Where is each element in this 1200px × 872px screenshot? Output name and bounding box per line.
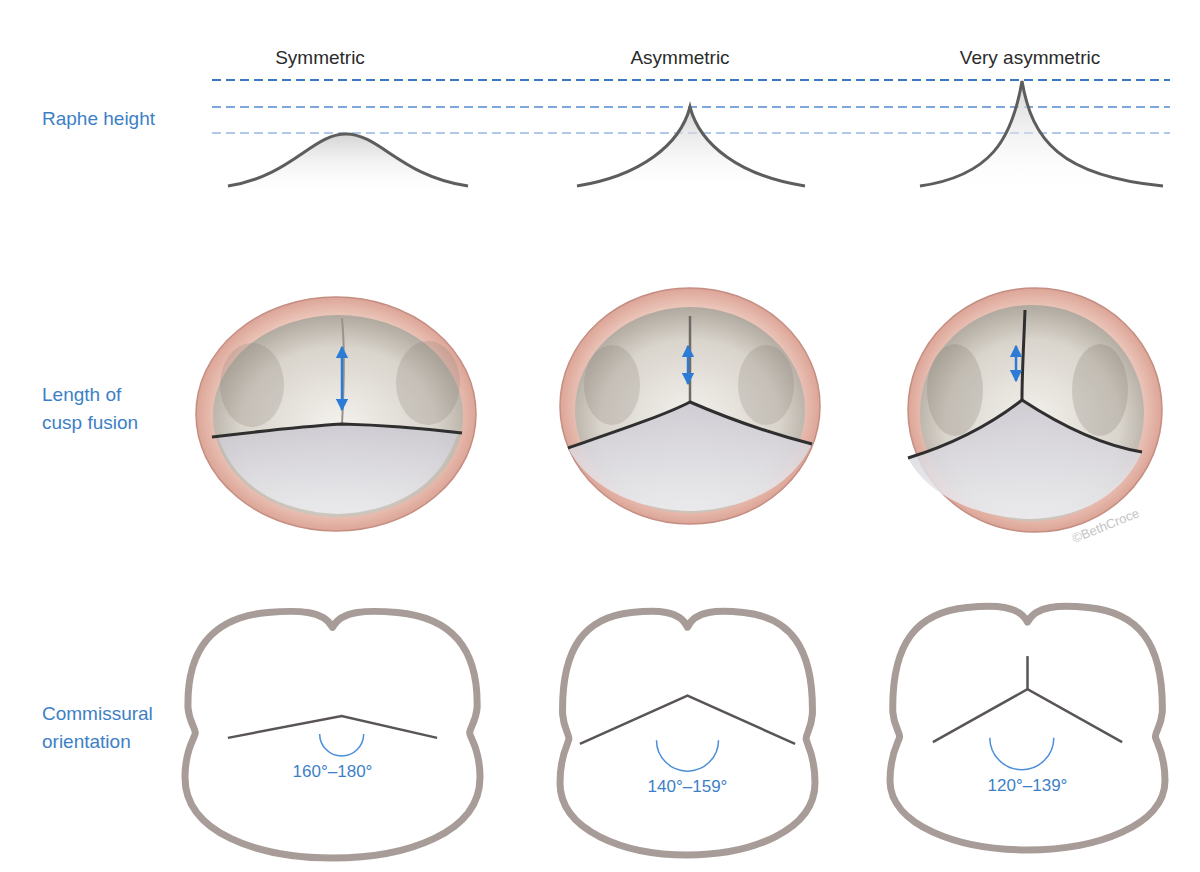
raphe-shading [228,134,468,196]
cusp-shadow [927,344,983,436]
commissure-line [908,400,1142,458]
commissure-line [568,402,812,448]
angle-arc [320,734,364,756]
raphe-line [1026,656,1029,689]
annulus-outline [890,606,1165,850]
aortic-wall [196,297,476,531]
fusion-length-arrow [341,347,344,410]
raphe-profiles [228,81,1163,196]
annulus-outline [185,611,480,858]
raphe-shading [920,81,1163,196]
valve-orifice [213,315,463,517]
outline-svg [180,605,485,863]
column-heading: Asymmetric [530,44,830,72]
angle-label: 120°–139° [885,776,1170,796]
fusion-length-arrow [1015,346,1018,381]
valve-outline: 160°–180° [180,605,485,863]
angle-arc [990,738,1054,770]
raphe-shading [577,107,805,196]
asymmetric-valve [560,288,820,524]
label-holder: Asymmetric [530,44,830,72]
non-coronary-cusp [218,425,458,514]
symmetric-valve [196,297,476,531]
aortic-wall [560,288,820,524]
label-holder: Length of cusp fusion [42,381,160,436]
label-holder: ©BethCroce [963,461,1200,591]
commissure-line [580,696,795,744]
raphe-profile [228,134,468,186]
cusp-shadow [1072,344,1128,436]
angle-arc [657,740,719,771]
row-label: Commissural orientation [42,700,172,755]
angle-label: 140°–159° [555,777,820,797]
angle-label: 160°–180° [180,762,485,782]
raphe [342,318,344,425]
fusion-length-arrow [687,346,690,384]
label-holder: Commissural orientation [42,700,172,755]
outline-svg [555,605,820,860]
outline-svg [885,600,1170,855]
label-holder: Very asymmetric [880,44,1180,72]
cusp-shadow [738,345,794,425]
valve-outline: 140°–159° [555,605,820,860]
raphe [689,316,692,402]
row-label: Raphe height [42,105,212,133]
aortic-wall [908,288,1162,532]
raphe-profile [920,81,1163,186]
watermark: ©BethCroce [963,461,1200,591]
cusp-shadow [220,343,284,427]
valve-outline: 120°–139° [885,600,1170,855]
column-heading: Very asymmetric [880,44,1180,72]
very-asymmetric-valve [908,288,1162,532]
label-holder: Symmetric [170,44,470,72]
raphe-profile [577,107,805,186]
commissure-line [228,716,437,738]
reference-line [212,79,1170,81]
column-heading: Symmetric [170,44,470,72]
raphe [1022,310,1025,400]
label-holder: Raphe height [42,105,212,133]
commissure-line [212,424,462,437]
commissure-line [933,689,1122,742]
annulus-outline [560,611,815,855]
cusp-shadow [584,345,640,425]
cusp-shadow [396,341,460,425]
row-label: Length of cusp fusion [42,381,160,436]
